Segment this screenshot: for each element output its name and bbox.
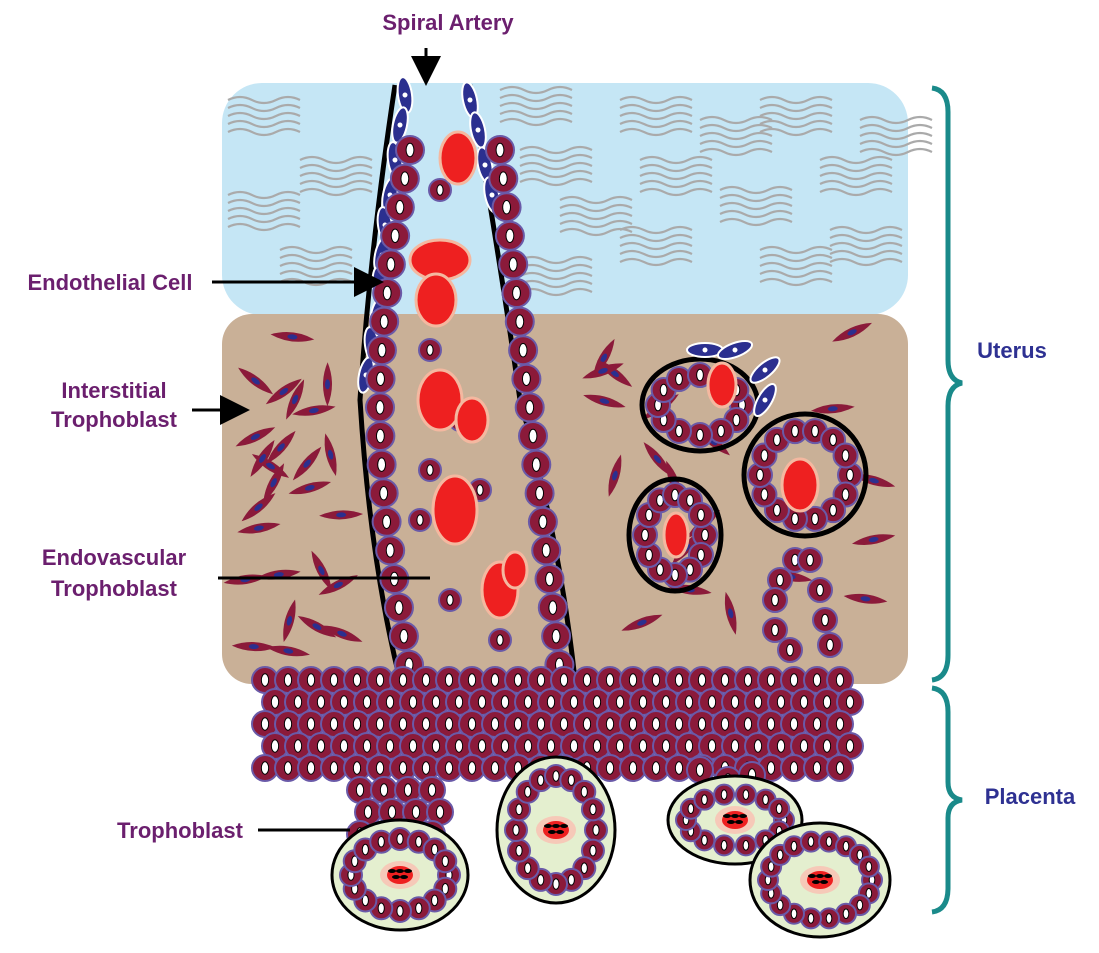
trophoblast-cell — [736, 835, 756, 855]
trophoblast-cell — [798, 548, 822, 572]
trophoblast-cell — [808, 578, 832, 602]
trophoblast-cell — [381, 222, 409, 250]
villus — [332, 820, 468, 930]
trophoblast-cell — [827, 755, 853, 781]
trophoblast-cell — [509, 336, 537, 364]
trophoblast-cell — [489, 165, 517, 193]
trophoblast-cell — [429, 179, 451, 201]
blood-clot — [782, 459, 818, 511]
endovascular-label-line2: Trophoblast — [51, 576, 178, 601]
trophoblast-cell — [516, 393, 544, 421]
interstitial-label-line1: Interstitial — [61, 378, 166, 403]
trophoblast-cell — [813, 608, 837, 632]
trophoblast-cell — [366, 393, 394, 421]
trophoblast-cell — [819, 908, 839, 928]
trophoblast-cell — [391, 165, 419, 193]
trophoblast-cell — [506, 308, 534, 336]
trophoblast-cell — [503, 279, 531, 307]
trophoblast-cell — [714, 785, 734, 805]
trophoblast-cell — [763, 618, 787, 642]
trophoblast-cell — [499, 250, 527, 278]
endovascular-label-line1: Endovascular — [42, 545, 187, 570]
trophoblast-cell — [385, 594, 413, 622]
trophoblast-cell — [386, 193, 414, 221]
trophoblast-cell — [582, 798, 604, 820]
trophoblast-cell — [376, 536, 404, 564]
interstitial-label-line2: Trophoblast — [51, 407, 178, 432]
trophoblast-cell — [367, 365, 395, 393]
blood-clot — [416, 274, 456, 326]
trophoblast-cell — [714, 835, 734, 855]
endothelial-cell-label: Endothelial Cell — [27, 270, 192, 295]
blood-clot — [503, 552, 527, 588]
trophoblast-cell — [694, 790, 714, 810]
trophoblast-cell — [512, 365, 540, 393]
trophoblast-cell — [419, 339, 441, 361]
blood-clot — [664, 513, 688, 557]
trophoblast-cell — [801, 832, 821, 852]
trophoblast-cell — [489, 629, 511, 651]
uterus-label: Uterus — [977, 338, 1047, 363]
trophoblast-cell — [859, 857, 879, 877]
trophoblast-cell — [368, 451, 396, 479]
trophoblast-cell — [508, 840, 530, 862]
trophoblast-cell — [818, 633, 842, 657]
placenta-brace — [932, 688, 962, 912]
trophoblast-cell — [763, 588, 787, 612]
trophoblast-cell — [505, 819, 527, 841]
trophoblast-cell — [370, 479, 398, 507]
trophoblast-cell — [366, 422, 394, 450]
trophoblast-cell — [519, 422, 547, 450]
trophoblast-cell — [396, 136, 424, 164]
trophoblast-cell — [496, 222, 524, 250]
trophoblast-cell — [709, 419, 733, 443]
trophoblast-cell — [689, 503, 713, 527]
trophoblast-cell — [736, 785, 756, 805]
spiral-artery-label: Spiral Artery — [382, 10, 514, 35]
trophoblast-cell — [419, 459, 441, 481]
trophoblast-cell — [769, 799, 789, 819]
blood-clot — [440, 132, 476, 184]
trophoblast-cell — [539, 594, 567, 622]
trophoblast-cell — [536, 565, 564, 593]
blood-clot — [708, 363, 736, 407]
placenta-label: Placenta — [985, 784, 1076, 809]
villus — [497, 757, 615, 903]
trophoblast-cell — [522, 451, 550, 479]
trophoblast-cell — [368, 336, 396, 364]
trophoblast-cell — [834, 443, 858, 467]
blood-clot — [433, 476, 477, 544]
trophoblast-label: Trophoblast — [117, 818, 244, 843]
trophoblast-cell — [409, 509, 431, 531]
trophoblast-cell — [377, 250, 405, 278]
trophoblast-cell — [529, 508, 557, 536]
trophoblast-cell — [373, 508, 401, 536]
trophoblast-cell — [688, 423, 712, 447]
trophoblast-cell — [585, 819, 607, 841]
trophoblast-cell — [434, 850, 456, 872]
trophoblast-cell — [667, 367, 691, 391]
trophoblast-cell — [370, 308, 398, 336]
trophoblast-cell — [532, 536, 560, 564]
uterus-brace — [932, 88, 962, 680]
trophoblast-cell — [486, 136, 514, 164]
trophoblast-cell — [390, 622, 418, 650]
trophoblast-cell — [542, 622, 570, 650]
villus — [750, 823, 890, 937]
blood-clot — [456, 398, 488, 442]
trophoblast-cell — [778, 638, 802, 662]
trophoblast-cell — [439, 589, 461, 611]
trophoblast-cell — [493, 193, 521, 221]
trophoblast-cell — [526, 479, 554, 507]
